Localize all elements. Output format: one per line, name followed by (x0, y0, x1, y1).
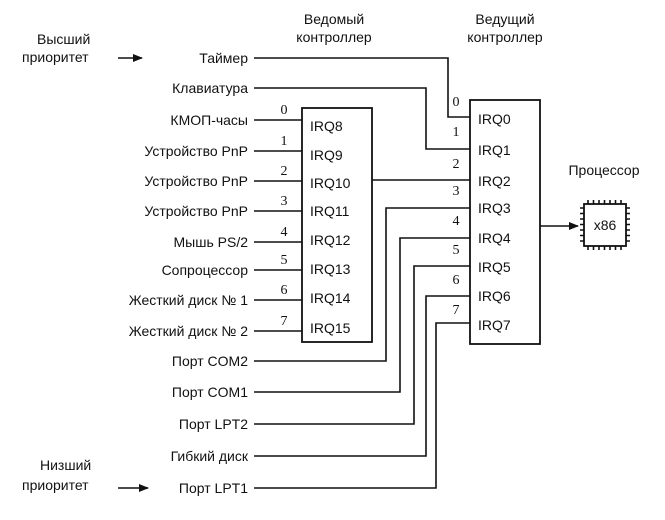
cpu-chip-body (583, 203, 627, 247)
slave-title-line2: контроллер (296, 29, 372, 45)
wire-com2 (254, 207, 470, 362)
master-irq-label: IRQ5 (478, 259, 511, 275)
device-com2: Порт COM2 (172, 353, 248, 369)
slave-title-line1: Ведомый (304, 11, 364, 27)
slave-device-label: Устройство PnP (144, 203, 248, 219)
wire-timer (254, 57, 470, 118)
low-priority-line1: Низший (40, 457, 91, 473)
master-irq-label: IRQ6 (478, 288, 511, 304)
master-pin-number: 7 (453, 303, 460, 318)
slave-pin-number: 5 (281, 253, 288, 268)
master-irq-label: IRQ0 (478, 111, 511, 127)
master-wires: Таймер Клавиатура Порт COM2 Порт COM1 По… (171, 50, 470, 496)
slave-irq-label: IRQ13 (310, 261, 351, 277)
wire-keyboard (254, 87, 470, 150)
slave-irq-label: IRQ11 (310, 203, 350, 219)
slave-device-label: Устройство PnP (144, 173, 248, 189)
master-irq-label: IRQ2 (478, 173, 511, 189)
slave-irq-label: IRQ12 (310, 232, 351, 248)
slave-irq-label: IRQ8 (310, 118, 343, 134)
master-pin-number: 3 (453, 184, 460, 199)
master-title-line2: контроллер (467, 29, 543, 45)
cpu-chip-icon: x86 (580, 200, 630, 250)
high-priority-line2: приоритет (22, 49, 89, 65)
wire-lpt1 (254, 322, 470, 489)
master-title-line1: Ведущий (475, 11, 534, 27)
device-floppy: Гибкий диск (171, 448, 249, 464)
device-lpt2: Порт LPT2 (179, 416, 248, 432)
slave-pin-number: 6 (281, 283, 288, 298)
slave-device-label: Сопроцессор (162, 262, 249, 278)
master-irq-label: IRQ4 (478, 230, 511, 246)
wire-com1 (254, 237, 470, 393)
slave-pin-number: 2 (281, 164, 288, 179)
master-pin-numbers: 0 1 2 3 4 5 6 7 (453, 95, 460, 318)
slave-irq-label: IRQ15 (310, 320, 351, 336)
master-irq-label: IRQ3 (478, 200, 511, 216)
slave-device-label: КМОП-часы (170, 112, 248, 128)
device-lpt1: Порт LPT1 (179, 480, 248, 496)
master-pin-number: 1 (453, 125, 460, 140)
slave-device-label: Жесткий диск № 2 (129, 323, 249, 339)
master-pin-number: 6 (453, 273, 460, 288)
slave-device-label: Устройство PnP (144, 143, 248, 159)
slave-irq-label: IRQ9 (310, 147, 343, 163)
slave-irq-label: IRQ14 (310, 290, 351, 306)
slave-pin-number: 1 (281, 134, 288, 149)
master-pin-number: 4 (453, 214, 460, 229)
slave-device-label: Жесткий диск № 1 (129, 292, 249, 308)
master-irq-label: IRQ1 (478, 142, 511, 158)
high-priority-line1: Высший (37, 31, 90, 47)
slave-pin-number: 7 (281, 314, 288, 329)
device-keyboard: Клавиатура (172, 80, 248, 96)
wire-lpt2 (254, 265, 470, 425)
slave-irq-label: IRQ10 (310, 175, 351, 191)
master-irq-label: IRQ7 (478, 317, 511, 333)
slave-device-label: Мышь PS/2 (174, 234, 249, 250)
slave-pin-number: 3 (281, 194, 288, 209)
device-timer: Таймер (199, 50, 248, 66)
master-pin-number: 0 (453, 95, 460, 110)
wire-floppy (254, 295, 470, 457)
slave-pin-number: 4 (281, 225, 288, 240)
low-priority-line2: приоритет (22, 477, 89, 493)
master-controller-box (469, 99, 541, 345)
cpu-chip-label: x86 (594, 217, 617, 233)
slave-pin-number: 0 (281, 103, 288, 118)
master-pin-number: 2 (453, 157, 460, 172)
master-pin-number: 5 (453, 243, 460, 258)
cpu-title: Процессор (568, 162, 639, 178)
device-com1: Порт COM1 (172, 384, 248, 400)
slave-controller-box (301, 107, 373, 343)
